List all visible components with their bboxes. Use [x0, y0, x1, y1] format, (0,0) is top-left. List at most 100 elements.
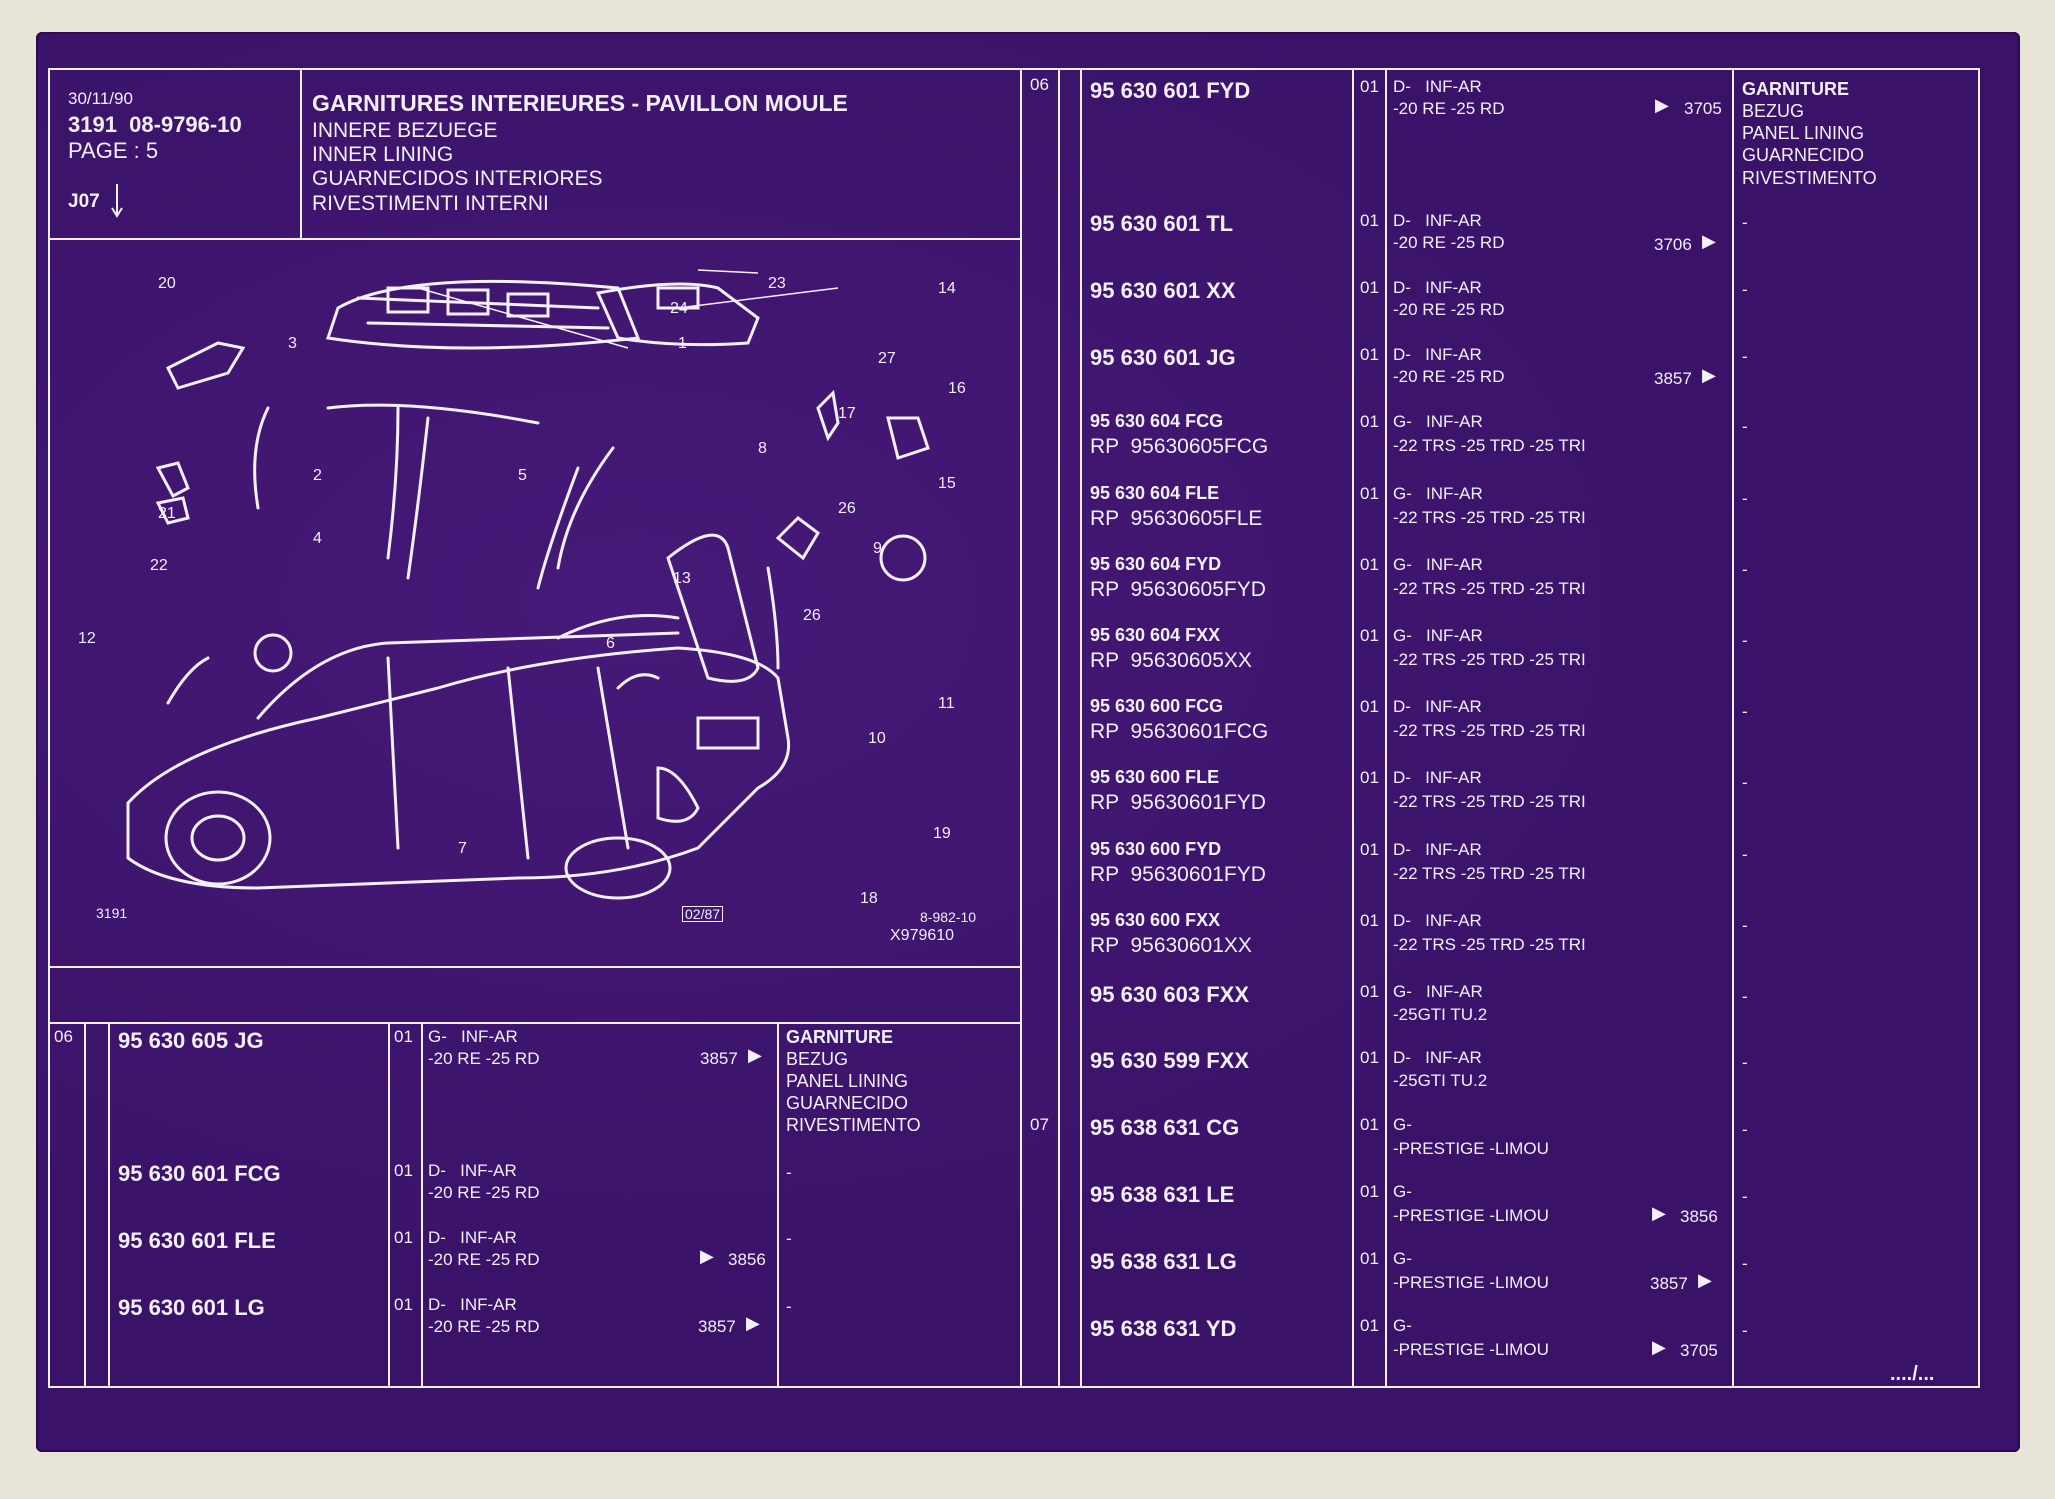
table-row-desc: -: [1742, 347, 1748, 366]
lt-col-part: [108, 1022, 110, 1388]
svg-text:6: 6: [606, 635, 615, 652]
table-row-part: 95 630 601 JG: [1090, 345, 1236, 370]
table-row-qty: 01: [1360, 484, 1379, 503]
table-row-cond1: G- INF-AR: [1393, 484, 1483, 503]
table-row-part: 95 638 631 YD: [1090, 1316, 1237, 1341]
header-ref: 3191 08-9796-10: [68, 112, 242, 137]
table-row-qty: 01: [1360, 626, 1379, 645]
table-row-cond2: -PRESTIGE -LIMOU: [1393, 1206, 1549, 1225]
divider-center: [1020, 68, 1022, 1388]
table-row-cond1: G- INF-AR: [1393, 626, 1483, 645]
table-row-part: 95 630 601 LG: [118, 1295, 265, 1320]
arrow-right-icon: ▶: [1652, 1203, 1666, 1223]
table-row-rp: RP 95630605FCG: [1090, 435, 1269, 458]
table-row-part: 95 630 600 FLE: [1090, 767, 1220, 787]
table-row-desc: -: [786, 1229, 792, 1248]
arrow-right-icon: ▶: [1652, 1337, 1666, 1357]
table-row-ref: 3857: [698, 1317, 736, 1336]
svg-text:23: 23: [768, 275, 786, 292]
description-es: GUARNECIDO: [786, 1093, 909, 1113]
table-row-qty: 01: [1360, 1249, 1379, 1268]
table-row-cond1: D- INF-AR: [1393, 278, 1482, 297]
description-en: PANEL LINING: [786, 1071, 909, 1091]
description-fr-right: GARNITURE: [1742, 79, 1849, 99]
table-row-cond1: D- INF-AR: [1393, 840, 1482, 859]
table-row-cond1: D- INF-AR: [1393, 345, 1482, 364]
film-sheet: [36, 32, 2020, 1452]
table-row-cond1: G-: [1393, 1182, 1412, 1201]
table-row-desc: -: [1742, 773, 1748, 792]
svg-text:15: 15: [938, 475, 956, 492]
table-row-cond1: D- INF-AR: [1393, 911, 1482, 930]
figure-bottom-line: [48, 966, 1022, 968]
svg-text:26: 26: [838, 500, 856, 517]
table-row-cond2: -25GTI TU.2: [1393, 1071, 1488, 1090]
arrow-right-icon: ▶: [746, 1313, 760, 1333]
table-row-part: 95 630 604 FYD: [1090, 554, 1222, 574]
arrow-right-icon: ▶: [1702, 365, 1716, 385]
table-row-desc: -: [786, 1163, 792, 1182]
rt-item-07: 07: [1030, 1115, 1049, 1134]
description-en-right: PANEL LINING: [1742, 123, 1865, 143]
title-de: INNERE BEZUEGE: [312, 119, 498, 142]
table-row-qty: 01: [1360, 1316, 1379, 1335]
table-row-cond1: G- INF-AR: [1393, 555, 1483, 574]
arrow-right-icon: ▶: [700, 1246, 714, 1266]
svg-text:2: 2: [313, 467, 322, 484]
table-row-rp: RP 95630601FYD: [1090, 863, 1266, 886]
svg-text:18: 18: [860, 890, 878, 907]
table-row-qty: 01: [1360, 840, 1379, 859]
figure-model: 3191: [96, 905, 128, 921]
table-row-qty: 01: [1360, 211, 1379, 230]
table-row-cond1: G- INF-AR: [428, 1027, 518, 1046]
table-row-part: 95 630 605 JG: [118, 1028, 264, 1053]
table-row-ref: 3705: [1680, 1341, 1718, 1360]
svg-text:10: 10: [868, 730, 886, 747]
table-row-cond2: -20 RE -25 RD: [1393, 367, 1505, 386]
title-en: INNER LINING: [312, 143, 454, 166]
table-row-qty: 01: [1360, 1182, 1379, 1201]
table-row-desc: -: [786, 1297, 792, 1316]
table-row-desc: -: [1742, 213, 1748, 232]
table-row-ref: 3705: [1684, 99, 1722, 118]
table-row-cond2: -20 RE -25 RD: [1393, 99, 1505, 118]
left-table-top-line: [48, 1022, 1022, 1024]
table-row-cond2: -22 TRS -25 TRD -25 TRI: [1393, 935, 1586, 954]
svg-text:5: 5: [518, 467, 527, 484]
table-row-cond1: G-: [1393, 1316, 1412, 1335]
header-divider-v: [300, 68, 302, 238]
table-row-cond1: D- INF-AR: [1393, 77, 1482, 96]
divider-right-cond: [1385, 68, 1387, 1388]
title-es: GUARNECIDOS INTERIORES: [312, 167, 603, 190]
table-row-rp: RP 95630601XX: [1090, 934, 1252, 957]
svg-text:4: 4: [313, 530, 322, 547]
table-row-qty: 01: [1360, 768, 1379, 787]
description-de-right: BEZUG: [1742, 101, 1805, 121]
table-row-qty: 01: [1360, 412, 1379, 431]
table-row-part: 95 630 603 FXX: [1090, 982, 1250, 1007]
table-row-desc: -: [1742, 280, 1748, 299]
table-row-qty: 01: [1360, 1115, 1379, 1134]
table-row-cond2: -20 RE -25 RD: [428, 1183, 540, 1202]
table-row-desc: -: [1742, 1187, 1748, 1206]
svg-text:21: 21: [158, 505, 176, 522]
table-row-rp: RP 95630605XX: [1090, 649, 1252, 672]
table-row-cond2: -20 RE -25 RD: [1393, 233, 1505, 252]
svg-text:12: 12: [78, 630, 96, 647]
table-row-desc: -: [1742, 987, 1748, 1006]
header-divider-h: [48, 238, 1022, 240]
svg-text:8: 8: [758, 440, 767, 457]
lt-item-06: 06: [54, 1027, 73, 1046]
table-row-ref: 3856: [1680, 1207, 1718, 1226]
title-fr: GARNITURES INTERIEURES - PAVILLON MOULE: [312, 90, 848, 116]
table-row-qty: 01: [394, 1228, 413, 1247]
table-row-desc: -: [1742, 417, 1748, 436]
rt-item-06: 06: [1030, 75, 1049, 94]
figure-ref: 8-982-10: [920, 909, 977, 925]
svg-text:9: 9: [873, 540, 882, 557]
lt-col-cond: [421, 1022, 423, 1388]
table-row-rp: RP 95630601FYD: [1090, 791, 1266, 814]
title-it: RIVESTIMENTI INTERNI: [312, 192, 549, 215]
arrow-right-icon: ▶: [1702, 231, 1716, 251]
svg-text:24: 24: [670, 300, 688, 317]
